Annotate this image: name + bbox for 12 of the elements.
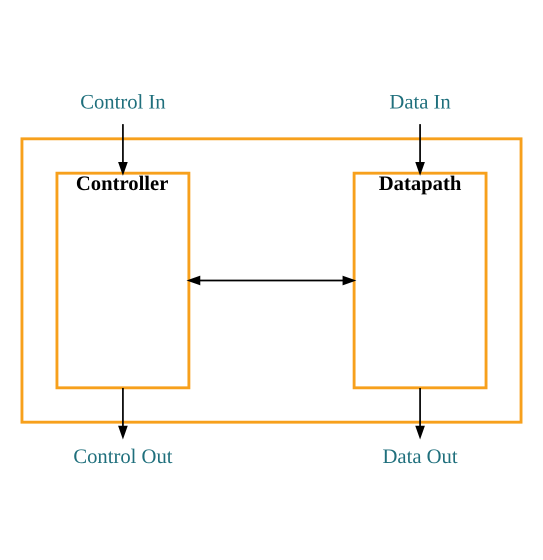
- arrow: [118, 387, 128, 439]
- node-text: Control In: [80, 90, 166, 113]
- node-text: Data In: [389, 90, 451, 113]
- node-text: Data Out: [382, 445, 458, 468]
- arrow: [415, 124, 425, 176]
- node-box: Datapath: [352, 171, 488, 389]
- cluster: [20, 136, 522, 424]
- node-box: Controller: [56, 171, 190, 389]
- arrow: [186, 275, 356, 285]
- arrow: [118, 124, 128, 176]
- node-text: Control Out: [73, 445, 173, 468]
- arrow: [415, 387, 425, 439]
